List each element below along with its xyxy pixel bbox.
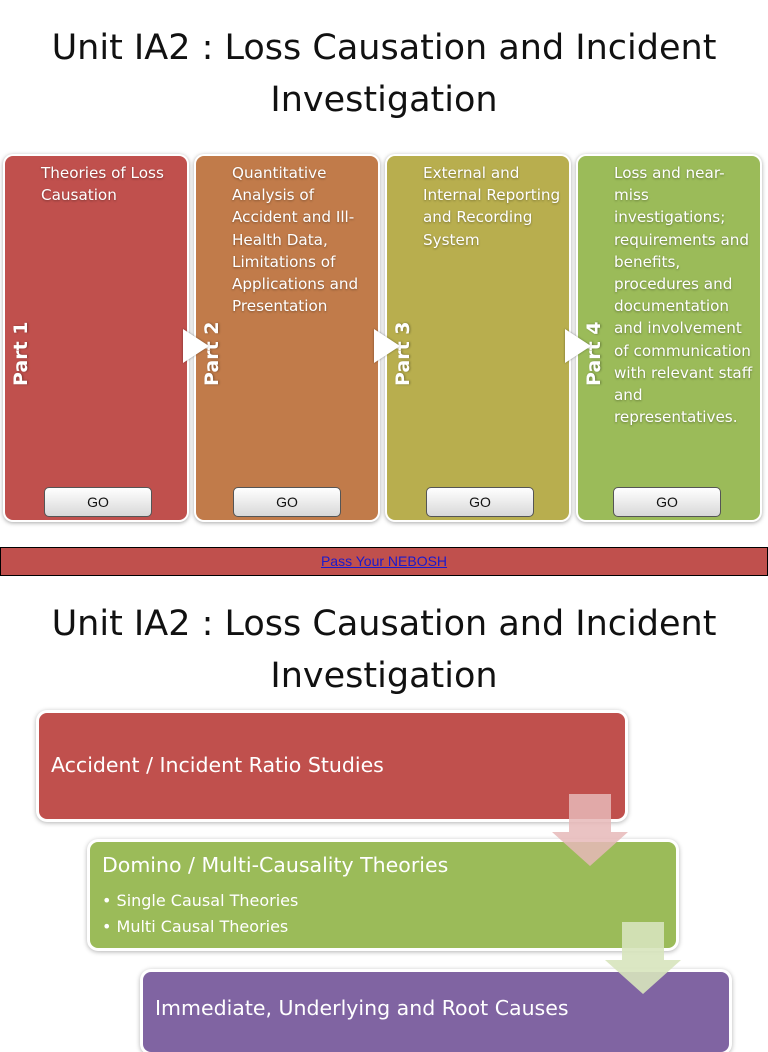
arrow-down-icon bbox=[552, 794, 628, 866]
pass-your-nebosh-link[interactable]: Pass Your NEBOSH bbox=[320, 553, 448, 569]
go-button-part-4[interactable]: GO bbox=[613, 487, 721, 517]
go-button-part-2[interactable]: GO bbox=[233, 487, 341, 517]
slide-title: Unit IA2 : Loss Causation and Incident I… bbox=[51, 28, 717, 120]
flow-step-title: Domino / Multi-Causality Theories bbox=[102, 853, 449, 877]
part-description: Theories of Loss Causation bbox=[41, 164, 164, 205]
chevron-right-icon bbox=[374, 329, 400, 363]
chevron-right-icon bbox=[565, 329, 591, 363]
part-4-card: Part 4 Loss and near-miss investigations… bbox=[578, 156, 760, 520]
part-label: Part 1 bbox=[10, 321, 32, 386]
part-1-card: Part 1 Theories of Loss Causation GO bbox=[5, 156, 187, 520]
go-button-part-1[interactable]: GO bbox=[44, 487, 152, 517]
flow-step-1: Accident / Incident Ratio Studies bbox=[39, 713, 625, 819]
flow-step-title: Immediate, Underlying and Root Causes bbox=[155, 996, 569, 1020]
flow-step-title: Accident / Incident Ratio Studies bbox=[51, 753, 384, 777]
flow-bullet-list: • Single Causal Theories • Multi Causal … bbox=[102, 888, 298, 940]
flow-step-2: Domino / Multi-Causality Theories • Sing… bbox=[90, 842, 676, 948]
arrow-down-icon bbox=[605, 922, 681, 994]
go-button-part-3[interactable]: GO bbox=[426, 487, 534, 517]
slide-title: Unit IA2 : Loss Causation and Incident I… bbox=[51, 604, 717, 696]
part-description: Quantitative Analysis of Accident and Il… bbox=[232, 164, 359, 316]
bullet-item: • Single Causal Theories bbox=[102, 891, 299, 910]
chevron-right-icon bbox=[183, 329, 209, 363]
part-description: Loss and near-miss investigations; requi… bbox=[614, 164, 753, 427]
part-3-card: Part 3 External and Internal Reporting a… bbox=[387, 156, 569, 520]
bullet-item: • Multi Causal Theories bbox=[102, 917, 289, 936]
link-bar: Pass Your NEBOSH bbox=[0, 547, 768, 576]
part-2-card: Part 2 Quantitative Analysis of Accident… bbox=[196, 156, 378, 520]
part-description: External and Internal Reporting and Reco… bbox=[423, 164, 561, 249]
